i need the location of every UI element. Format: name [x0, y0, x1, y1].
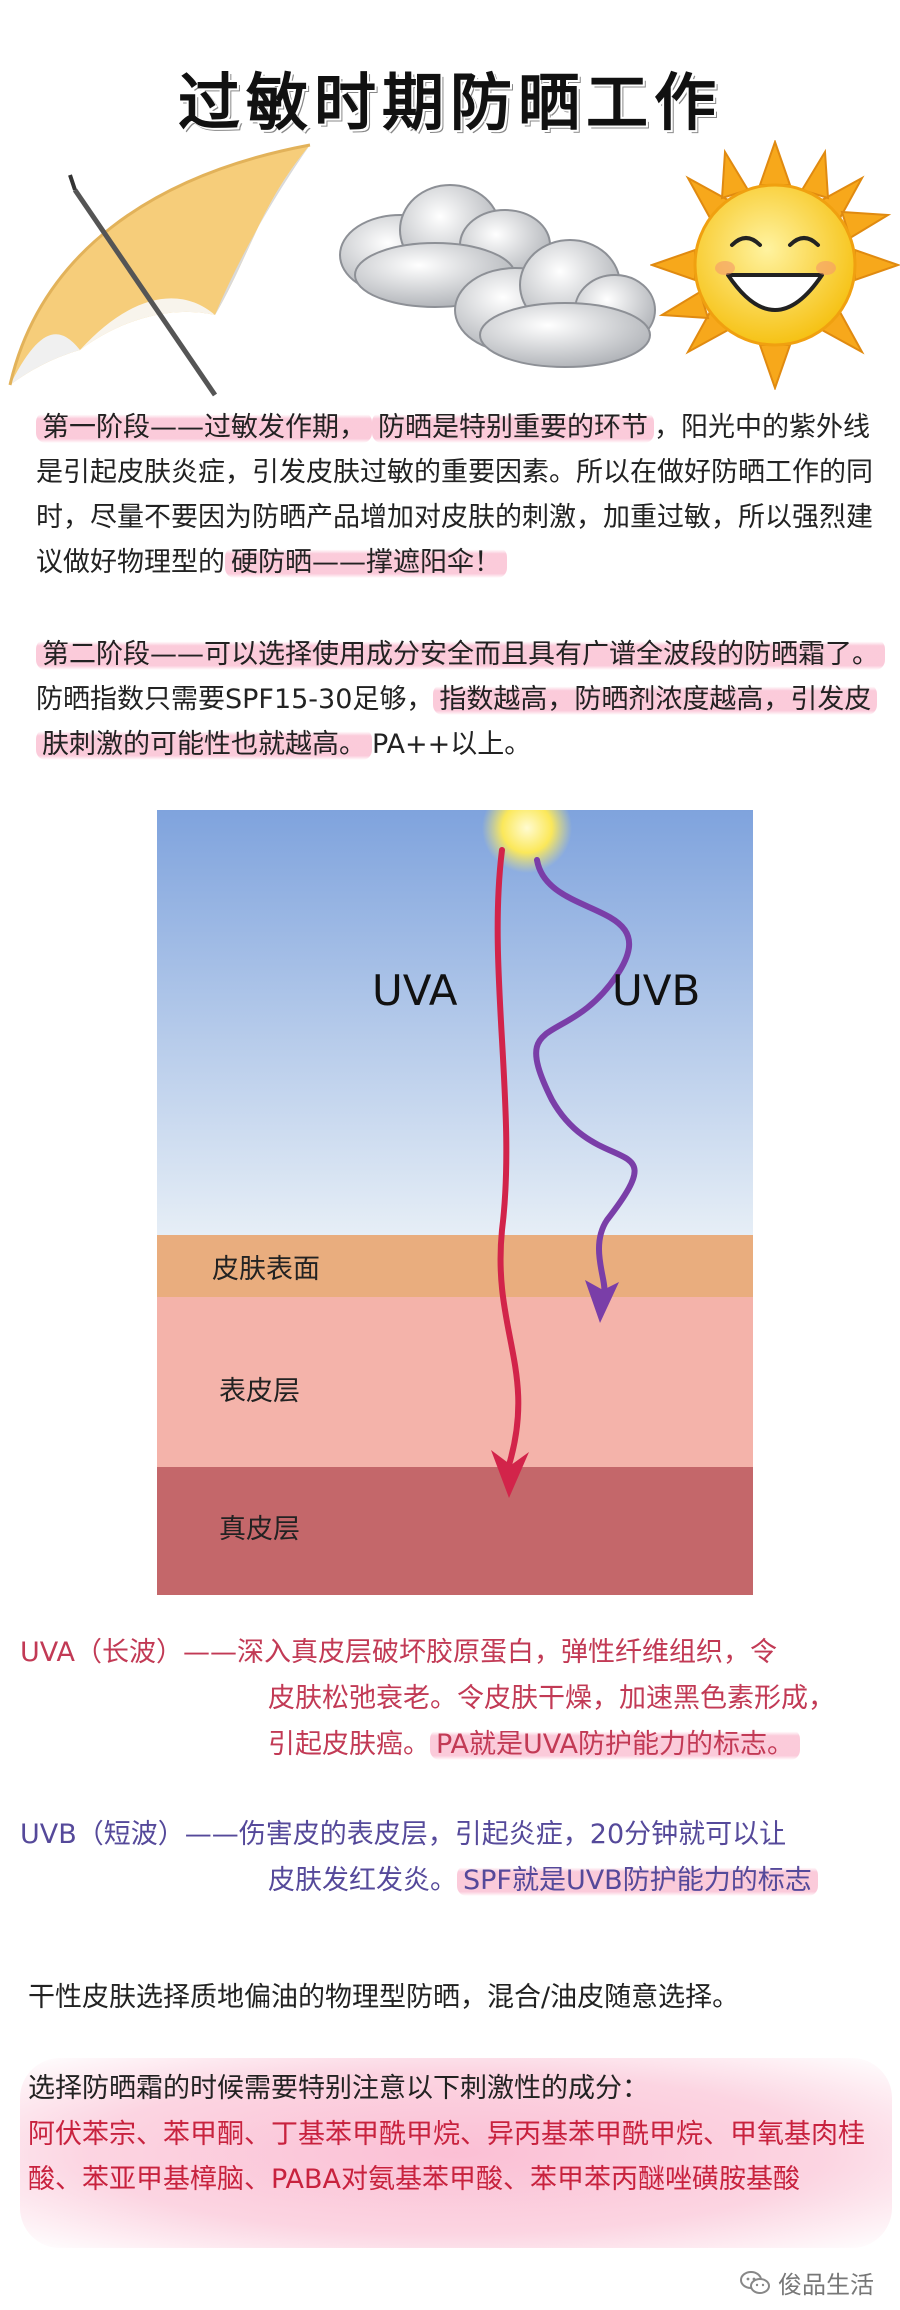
- watermark-text: 俊品生活: [778, 2271, 874, 2299]
- uvb-label: UVB: [612, 966, 700, 1015]
- sky-band: [157, 810, 753, 1235]
- watermark: 俊品生活: [740, 2265, 874, 2300]
- uva-ray: [494, 847, 522, 1468]
- stage1-paragraph: 第一阶段——过敏发作期，防晒是特别重要的环节，阳光中的紫外线是引起皮肤炎症，引发…: [36, 405, 896, 585]
- uva-line2: 皮肤松弛衰老。令皮肤干燥，加速黑色素形成，: [268, 1683, 835, 1714]
- skin-surface-band: [157, 1235, 753, 1297]
- uvb-description: UVB（短波）—— 伤害皮的表皮层，引起炎症，20分钟就可以让 皮肤发红发炎。S…: [20, 1812, 900, 1904]
- dry-skin-note: 干性皮肤选择质地偏油的物理型防晒，混合/油皮随意选择。: [28, 1982, 740, 2013]
- uva-label: UVA: [372, 966, 458, 1015]
- uvb-emphasis: SPF就是UVB防护能力的标志: [457, 1865, 818, 1896]
- uva-term: UVA（长波）——: [20, 1637, 237, 1668]
- smiling-sun-illustration: [650, 140, 900, 390]
- stage1-body: ，阳光中的紫外线是引起皮肤炎症，引发皮肤过敏的重要因素。所以在做好防晒工作的同时…: [36, 412, 873, 578]
- ingredients-highlight: [20, 2058, 892, 2248]
- ingredients-lead: 选择防晒霜的时候需要特别注意以下刺激性的成分：: [28, 2073, 649, 2104]
- uvb-term: UVB（短波）——: [20, 1819, 239, 1850]
- epidermis-band: [157, 1297, 753, 1467]
- stage1-emphasis: 防晒是特别重要的环节: [372, 412, 654, 443]
- sun-glow: [482, 810, 572, 873]
- uv-skin-penetration-diagram: UVA UVB 皮肤表面 表皮层 真皮层: [157, 810, 753, 1595]
- uva-line3-row: 引起皮肤癌。PA就是UVA防护能力的标志。: [20, 1722, 900, 1768]
- uva-line3: 引起皮肤癌。: [268, 1729, 430, 1760]
- uvb-line1: 伤害皮的表皮层，引起炎症，20分钟就可以让: [238, 1819, 787, 1850]
- stage2-lead: 第二阶段——可以选择使用成分安全而且具有广谱全波段的防晒霜了。: [36, 639, 885, 670]
- umbrella-illustration: [8, 143, 311, 397]
- layer-dermis-label: 真皮层: [219, 1514, 300, 1545]
- uvb-line2: 皮肤发红发炎。: [268, 1865, 457, 1896]
- uvb-ray: [533, 857, 638, 1298]
- stage1-tail: 硬防晒——撑遮阳伞！: [225, 547, 507, 578]
- page-title: 过敏时期防晒工作: [177, 66, 722, 139]
- stage1-lead: 第一阶段——过敏发作期，: [36, 412, 372, 443]
- uvb-line2-row: 皮肤发红发炎。SPF就是UVB防护能力的标志: [20, 1858, 900, 1904]
- clouds-illustration: [339, 184, 656, 368]
- uva-line1: 深入真皮层破坏胶原蛋白，弹性纤维组织，令: [236, 1637, 777, 1668]
- stage2-body: 防晒指数只需要SPF15-30足够，: [36, 684, 434, 715]
- uva-emphasis: PA就是UVA防护能力的标志。: [430, 1729, 801, 1760]
- stage2-paragraph: 第二阶段——可以选择使用成分安全而且具有广谱全波段的防晒霜了。防晒指数只需要SP…: [36, 632, 896, 767]
- uva-description: UVA（长波）—— 深入真皮层破坏胶原蛋白，弹性纤维组织，令 皮肤松弛衰老。令皮…: [20, 1630, 900, 1768]
- ingredients-list: 阿伏苯宗、苯甲酮、丁基苯甲酰甲烷、异丙基苯甲酰甲烷、甲氧基肉桂酸、苯亚甲基樟脑、…: [28, 2119, 865, 2195]
- uvb-arrowhead: [585, 1280, 619, 1323]
- dermis-band: [157, 1467, 753, 1595]
- layer-epidermis-label: 表皮层: [219, 1376, 300, 1407]
- layer-surface-label: 皮肤表面: [212, 1254, 320, 1285]
- stage2-end: PA++以上。: [372, 729, 532, 760]
- uva-arrowhead: [491, 1450, 529, 1498]
- wechat-icon: [740, 2270, 770, 2294]
